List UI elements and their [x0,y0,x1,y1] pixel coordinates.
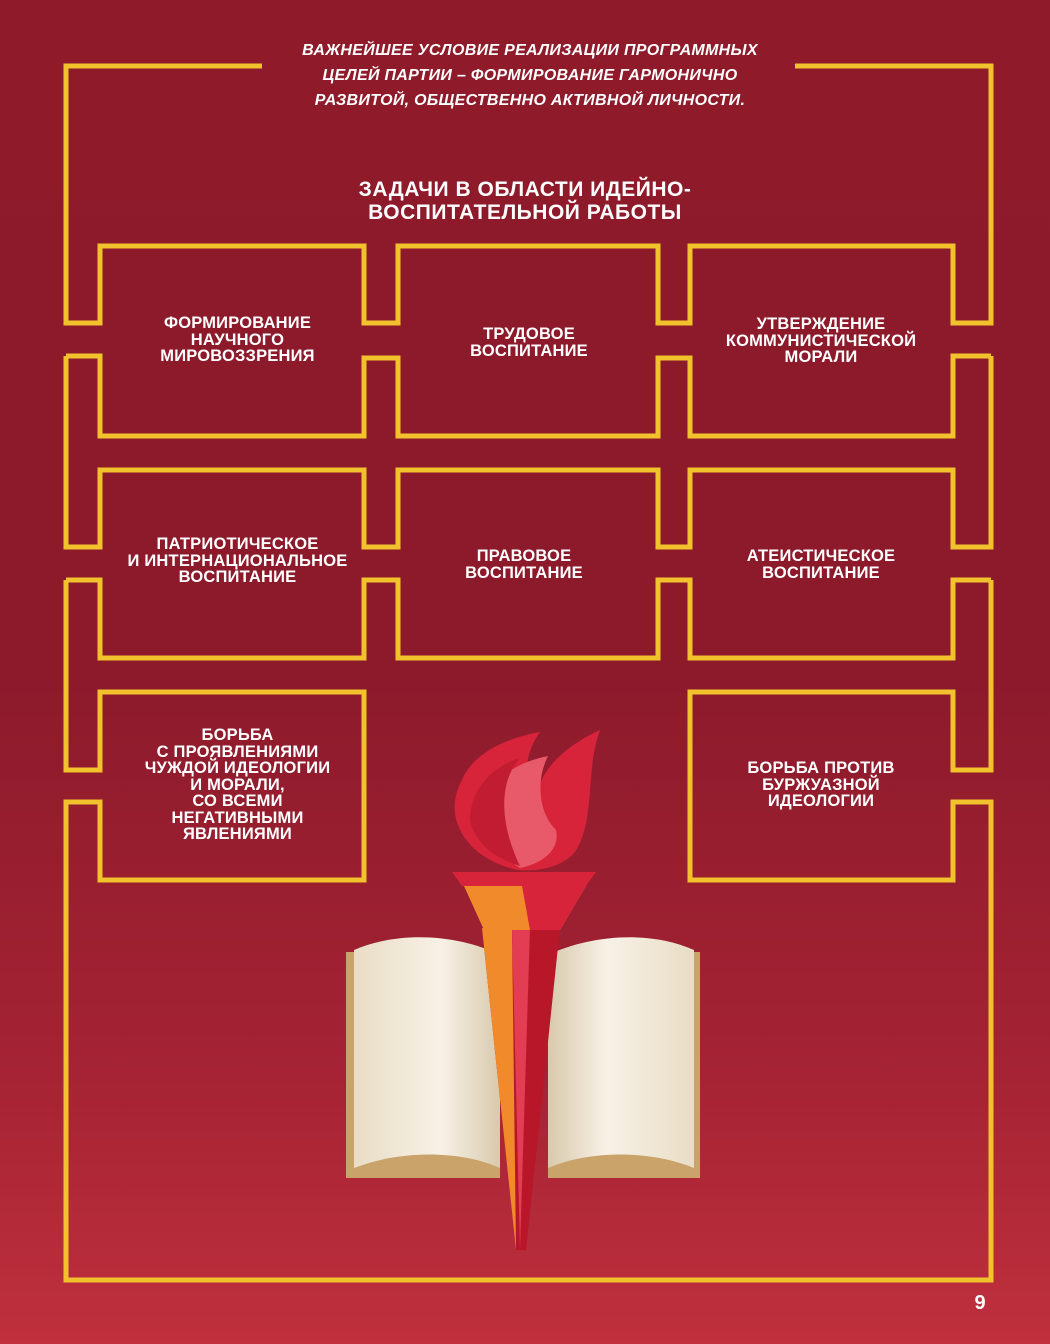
box-scientific-worldview: Формирование научного мировоззрения [160,314,315,365]
box-patriotic-education: Патриотическое и интернациональное воспи… [127,535,348,586]
box-fight-alien-ideology: Борьба с проявлениями чуждой идеологии и… [144,726,331,843]
open-book-icon [346,937,700,1178]
torch-icon [452,730,600,1250]
headline: Важнейшее условие реализации программных… [302,42,758,109]
section-title: Задачи в области идейно- воспитательной … [358,178,692,224]
box-fight-bourgeois-ideology: Борьба против буржуазной идеологии [747,759,895,810]
torch-and-book-emblem [346,730,700,1250]
box-communist-morality: Утверждение коммунистической морали [725,315,917,366]
box-labor-education: Трудовое воспитание [470,325,588,360]
page-number: 9 [974,1292,986,1314]
box-atheist-education: Атеистическое воспитание [746,547,896,582]
box-legal-education: Правовое воспитание [465,547,583,582]
